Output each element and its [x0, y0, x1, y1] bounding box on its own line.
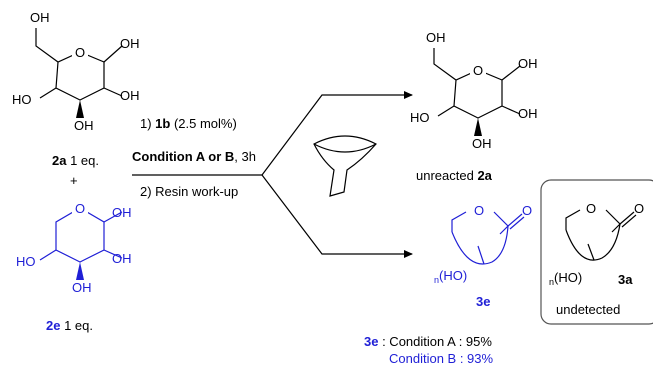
lactone-3e-ring-oxygen: O	[474, 203, 484, 218]
label-2a: 2a 1 eq.	[52, 153, 99, 168]
lactone-3e-carbonyl-oxygen: O	[522, 203, 532, 218]
lactone-3e-hydroxy: n(HO)	[434, 268, 467, 285]
condition-step2: 2) Resin work-up	[140, 184, 238, 199]
glucose-structure: O OH OH HO OH OH	[12, 10, 140, 133]
label-2e: 2e 1 eq.	[46, 318, 93, 333]
xylose-ho-left: HO	[16, 254, 36, 269]
undetected-box	[540, 179, 653, 325]
arrow-to-unreacted	[261, 91, 413, 176]
ring-oxygen-label: O	[75, 45, 85, 60]
label-3a: 3a	[618, 272, 633, 287]
xylose-ring-oxygen: O	[75, 201, 85, 216]
lactone-3a-structure: O O n(HO)	[549, 201, 644, 287]
glucose-oh-low: OH	[120, 88, 140, 103]
glucose-oh-top: OH	[30, 10, 50, 25]
product-oh-bottom: OH	[472, 136, 492, 151]
glucose-oh-bottom: OH	[74, 118, 94, 133]
condition-step1: 1) 1b (2.5 mol%)	[140, 116, 237, 131]
xylose-oh-bottom: OH	[72, 280, 92, 295]
xylose-oh-low: OH	[112, 251, 132, 266]
lactone-3a-ring-oxygen: O	[586, 201, 596, 216]
xylose-structure: O OH HO OH OH	[16, 200, 132, 295]
arrow-to-lactone	[261, 174, 413, 258]
product-oh-top: OH	[426, 30, 446, 45]
plus-sign: +	[70, 173, 78, 188]
product-ho-left: HO	[410, 110, 430, 125]
unreacted-label: unreacted 2a	[416, 168, 493, 183]
xylose-oh-right: OH	[112, 205, 132, 220]
lactone-3a-carbonyl-oxygen: O	[634, 201, 644, 216]
product-oh-right: OH	[518, 56, 538, 71]
label-3e: 3e	[476, 294, 490, 309]
yield-condition-a: 3e : Condition A : 95%	[364, 334, 492, 349]
funnel-icon	[313, 135, 377, 197]
glucose-product-structure: O OH OH HO OH OH	[410, 30, 538, 151]
yield-condition-b: Condition B : 93%	[389, 351, 494, 366]
glucose-oh-right: OH	[120, 36, 140, 51]
condition-line: Condition A or B, 3h	[132, 149, 256, 164]
undetected-label: undetected	[556, 302, 620, 317]
product-oh-low: OH	[518, 106, 538, 121]
lactone-3a-hydroxy: n(HO)	[549, 270, 582, 287]
glucose-ho-left: HO	[12, 92, 32, 107]
product-ring-oxygen: O	[473, 63, 483, 78]
lactone-3e-structure: O O n(HO)	[434, 203, 532, 285]
